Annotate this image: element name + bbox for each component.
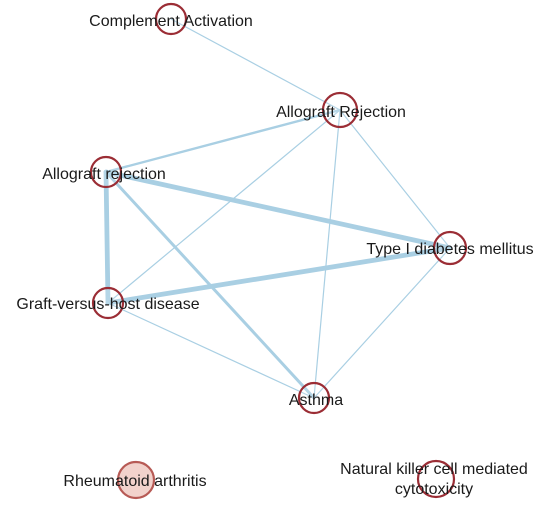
node-gvhd[interactable] xyxy=(91,286,125,320)
node-rheumatoid[interactable] xyxy=(116,460,156,500)
edge-complement-allograft-rejection-upper xyxy=(170,18,341,111)
node-label-allograft-rejection-lower: Allograft rejection xyxy=(42,166,166,183)
edge-gvhd-asthma xyxy=(107,302,315,399)
edge-allograft-rejection-upper-asthma xyxy=(313,109,341,399)
node-label-gvhd: Graft-versus-host disease xyxy=(16,296,199,313)
node-layer xyxy=(89,2,468,500)
node-label-complement: Complement Activation xyxy=(89,13,253,30)
edge-allograft-rejection-upper-type1-diabetes xyxy=(339,109,451,249)
edge-layer xyxy=(103,18,453,400)
node-label-rheumatoid: Rheumatoid arthritis xyxy=(63,473,206,490)
edge-allograft-rejection-lower-type1-diabetes xyxy=(103,169,453,251)
node-allograft-rejection-upper[interactable] xyxy=(321,91,359,129)
node-label-allograft-rejection-upper: Allograft Rejection xyxy=(276,104,406,121)
node-complement[interactable] xyxy=(154,2,188,36)
node-type1-diabetes[interactable] xyxy=(432,230,468,266)
edge-type1-diabetes-asthma xyxy=(313,247,451,399)
node-label-asthma: Asthma xyxy=(289,392,343,409)
edge-allograft-rejection-upper-gvhd xyxy=(107,109,341,304)
node-asthma[interactable] xyxy=(297,381,331,415)
edge-allograft-rejection-lower-gvhd xyxy=(103,169,111,306)
node-allograft-rejection-lower[interactable] xyxy=(89,155,123,189)
node-label-type1-diabetes: Type I diabetes mellitus xyxy=(366,241,533,258)
edge-type1-diabetes-gvhd xyxy=(105,245,453,306)
edge-allograft-rejection-upper-allograft-rejection-lower xyxy=(104,108,342,174)
node-nk-cytotoxicity[interactable] xyxy=(416,459,456,499)
